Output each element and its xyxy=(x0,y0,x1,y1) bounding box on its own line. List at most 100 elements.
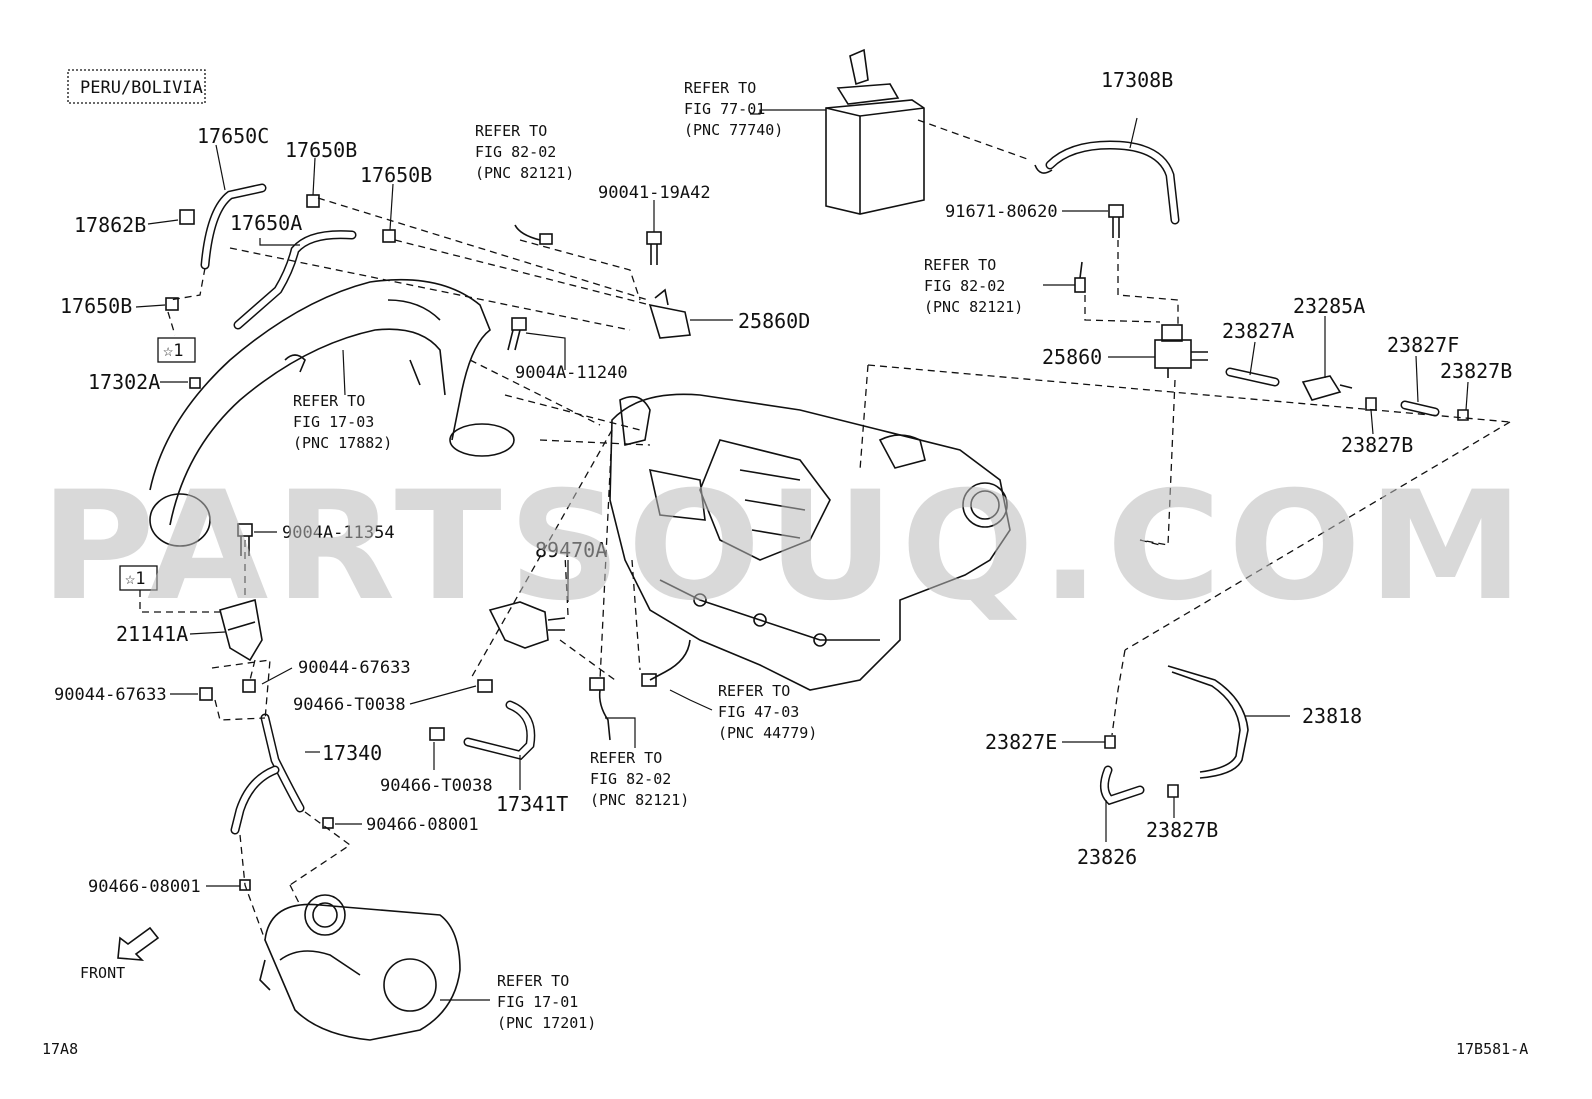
front-arrow-icon xyxy=(117,926,160,961)
svg-text:(PNC 82121): (PNC 82121) xyxy=(924,298,1023,316)
part-label: 90466-T0038 xyxy=(380,776,493,796)
hose-23826 xyxy=(1100,735,1179,806)
star-marker-top: ☆1 xyxy=(157,337,196,363)
svg-text:FIG 82-02: FIG 82-02 xyxy=(590,770,671,788)
part-label: 90466-08001 xyxy=(366,815,479,835)
part-label: 23827B xyxy=(1146,818,1218,842)
svg-text:REFER TO: REFER TO xyxy=(718,682,790,700)
part-label: 23827F xyxy=(1387,333,1459,357)
part-labels: 17650C 17650B 17650B 17862B 17650A 17650… xyxy=(54,68,1512,897)
part-label: 91671-80620 xyxy=(945,202,1058,222)
svg-text:REFER TO: REFER TO xyxy=(684,79,756,97)
part-label: 90466-T0038 xyxy=(293,695,406,715)
dashed-guides xyxy=(139,119,1511,941)
part-label: 17341T xyxy=(496,792,568,816)
svg-text:(PNC 44779): (PNC 44779) xyxy=(718,724,817,742)
reference-82-02-top: REFER TO FIG 82-02 (PNC 82121) xyxy=(475,122,574,182)
part-label: 23827A xyxy=(1222,319,1294,343)
reference-82-02-bottom: REFER TO FIG 82-02 (PNC 82121) xyxy=(590,749,689,809)
hose-17308B xyxy=(1034,140,1180,225)
svg-text:(PNC 77740): (PNC 77740) xyxy=(684,121,783,139)
connector-82121-top xyxy=(514,224,553,245)
part-label: 9004A-11354 xyxy=(282,523,395,543)
svg-text:FIG 47-03: FIG 47-03 xyxy=(718,703,799,721)
diagram-code-left: 17A8 xyxy=(42,1040,78,1058)
svg-text:REFER TO: REFER TO xyxy=(475,122,547,140)
front-label: FRONT xyxy=(80,964,125,982)
vsv-89470A xyxy=(488,601,566,649)
pipe-23818 xyxy=(1167,665,1249,779)
part-label: 23818 xyxy=(1302,704,1362,728)
turbocharger xyxy=(259,894,461,1041)
hose-17650A xyxy=(233,230,357,330)
part-label: 17308B xyxy=(1101,68,1173,92)
part-label: 17650B xyxy=(360,163,432,187)
part-label: 25860 xyxy=(1042,345,1102,369)
part-label: 90044-67633 xyxy=(54,685,167,705)
svg-text:FIG 17-01: FIG 17-01 xyxy=(497,993,578,1011)
part-label: 23827B xyxy=(1341,433,1413,457)
connector-82121-right xyxy=(1074,261,1086,293)
hose-17341T xyxy=(463,700,536,760)
svg-text:(PNC 17201): (PNC 17201) xyxy=(497,1014,596,1032)
bolt-90041-19A42 xyxy=(646,231,662,265)
hose-17340 xyxy=(230,713,305,835)
part-label: 23826 xyxy=(1077,845,1137,869)
engine-assembly xyxy=(609,393,1011,691)
bolt-9004A-11354 xyxy=(237,523,253,556)
reference-82-02-right: REFER TO FIG 82-02 (PNC 82121) xyxy=(924,256,1023,316)
svg-text:FIG 17-03: FIG 17-03 xyxy=(293,413,374,431)
svg-text:REFER TO: REFER TO xyxy=(497,972,569,990)
star-label: ☆1 xyxy=(163,341,183,361)
watermark: PARTSOUQ.COM xyxy=(40,460,1530,634)
connector-82121-bottom xyxy=(589,677,611,741)
star-marker-bottom: ☆1 xyxy=(119,565,158,591)
bolt-9004A-11240 xyxy=(507,317,527,351)
part-label: 17650B xyxy=(285,138,357,162)
svg-text:FIG 82-02: FIG 82-02 xyxy=(475,143,556,161)
part-label: 17302A xyxy=(88,370,160,394)
part-label: 23285A xyxy=(1293,294,1365,318)
vsv-25860 xyxy=(1154,324,1208,378)
part-label: 17650A xyxy=(230,211,302,235)
hose-17650C xyxy=(200,183,267,270)
svg-text:FIG 77-01: FIG 77-01 xyxy=(684,100,765,118)
reference-47-03: REFER TO FIG 47-03 (PNC 44779) xyxy=(718,682,817,742)
part-label: 25860D xyxy=(738,309,810,333)
bolt-91671-80620 xyxy=(1108,204,1124,238)
svg-text:(PNC 82121): (PNC 82121) xyxy=(475,164,574,182)
region-box: PERU/BOLIVIA xyxy=(67,69,206,104)
connector-44779 xyxy=(641,639,691,687)
clamps-90466 xyxy=(199,679,493,891)
intake-air-duct xyxy=(149,278,515,547)
part-label: 9004A-11240 xyxy=(515,363,628,383)
star-label: ☆1 xyxy=(125,569,145,589)
svg-text:REFER TO: REFER TO xyxy=(590,749,662,767)
part-label: 90041-19A42 xyxy=(598,183,711,203)
part-label: 90466-08001 xyxy=(88,877,201,897)
part-label: 17650B xyxy=(60,294,132,318)
reference-17-01: REFER TO FIG 17-01 (PNC 17201) xyxy=(497,972,596,1032)
reference-17-03: REFER TO FIG 17-03 (PNC 17882) xyxy=(293,392,392,452)
part-label: 89470A xyxy=(535,538,607,562)
charcoal-canister xyxy=(825,48,925,215)
reference-77-01: REFER TO FIG 77-01 (PNC 77740) xyxy=(684,79,783,139)
sensor-25860D xyxy=(648,288,691,339)
svg-text:REFER TO: REFER TO xyxy=(924,256,996,274)
part-label: 17650C xyxy=(197,124,269,148)
bracket-21141A xyxy=(219,598,263,662)
svg-text:REFER TO: REFER TO xyxy=(293,392,365,410)
region-label: PERU/BOLIVIA xyxy=(80,78,203,98)
svg-text:FIG 82-02: FIG 82-02 xyxy=(924,277,1005,295)
part-label: 17340 xyxy=(322,741,382,765)
vacuum-line-parts xyxy=(1225,367,1469,421)
svg-text:(PNC 82121): (PNC 82121) xyxy=(590,791,689,809)
svg-text:(PNC 17882): (PNC 17882) xyxy=(293,434,392,452)
diagram-code-right: 17B581-A xyxy=(1456,1040,1528,1058)
leader-lines xyxy=(135,109,1469,1001)
part-label: 23827B xyxy=(1440,359,1512,383)
part-label: 23827E xyxy=(985,730,1057,754)
part-label: 17862B xyxy=(74,213,146,237)
part-label: 21141A xyxy=(116,622,188,646)
